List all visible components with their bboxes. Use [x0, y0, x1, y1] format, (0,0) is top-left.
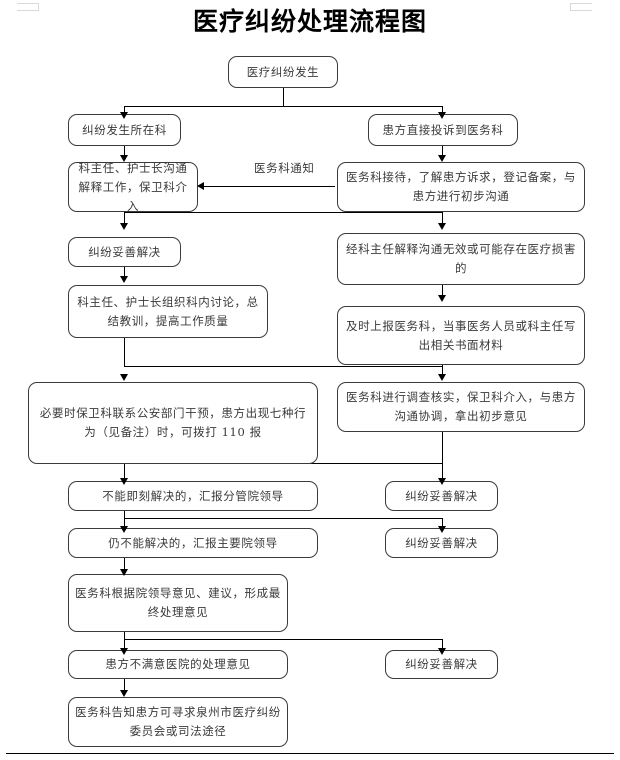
connector-deptcomm-right-down	[442, 212, 444, 224]
node-resolved-2[interactable]: 纠纷妥善解决	[385, 481, 498, 511]
node-dissatisfied-label: 患方不满意医院的处理意见	[105, 657, 251, 671]
connector-start-split	[124, 106, 443, 108]
node-ms-receive-label: 医务科接待，了解患方诉求，登记备案，与患方进行初步沟通	[346, 170, 576, 203]
arrowhead-to-ineffective	[438, 223, 446, 230]
node-resolved-1-label: 纠纷妥善解决	[88, 244, 161, 259]
node-report-chief[interactable]: 仍不能解决的，汇报主要院领导	[68, 528, 318, 558]
connector-reportchief-down	[124, 558, 126, 572]
node-complain-right-label: 患方直接投诉到医务科	[382, 122, 504, 137]
node-start-label: 医疗纠纷发生	[246, 64, 320, 79]
arrowhead-to-security-police	[120, 374, 128, 381]
connector-ineffective-down	[442, 285, 444, 298]
arrowhead-to-dept-communicate-left	[197, 182, 204, 190]
connector-start-down	[283, 88, 285, 107]
arrowhead-to-resolved-3	[438, 526, 446, 533]
page-margin-mark-top-left	[17, 3, 39, 11]
connector-deptcomm-split	[124, 212, 443, 214]
node-dept-communicate[interactable]: 科主任、护士长沟通解释工作，保卫科介入	[68, 161, 198, 213]
arrowhead-to-report-ms	[438, 295, 446, 302]
connector-ms-notify	[200, 186, 335, 188]
arrowhead-to-dept-communicate	[120, 155, 128, 162]
connector-split-left	[124, 106, 126, 114]
arrowhead-to-report-chief	[120, 526, 128, 533]
node-legal-path-label: 医务科告知患方可寻求泉州市医疗纠纷委员会或司法途径	[75, 705, 281, 738]
connector-reportms-down	[442, 365, 444, 377]
node-ms-investigate[interactable]: 医务科进行调查核实，保卫科介入，与患方沟通协调，拿出初步意见	[337, 382, 585, 432]
arrowhead-to-dissatisfied	[120, 648, 128, 655]
arrowhead-to-dept-left	[120, 112, 128, 119]
connector-resolved1-down	[124, 267, 126, 279]
connector-deptleft-down	[124, 146, 126, 158]
node-report-vice-label: 不能即刻解决的，汇报分管院领导	[102, 488, 284, 503]
connector-reportvice-bus	[124, 518, 443, 520]
node-security-police[interactable]: 必要时保卫科联系公安部门干预，患方出现七种行为（见备注）时，可拨打 110 报	[28, 382, 318, 464]
node-report-ms[interactable]: 及时上报医务科，当事医务人员或科主任写出相关书面材料	[337, 306, 585, 365]
node-resolved-3-label: 纠纷妥善解决	[405, 535, 478, 550]
node-dept-left-label: 纠纷发生所在科	[82, 122, 167, 137]
node-dept-left[interactable]: 纠纷发生所在科	[68, 114, 181, 146]
node-security-police-label: 必要时保卫科联系公安部门干预，患方出现七种行为（见备注）时，可拨打 110 报	[39, 406, 307, 439]
node-dept-review-label: 科主任、护士长组织科内讨论，总结教训，提高工作质量	[77, 294, 259, 328]
node-dept-review[interactable]: 科主任、护士长组织科内讨论，总结教训，提高工作质量	[68, 285, 268, 338]
connector-deptreview-down	[124, 338, 126, 367]
page-title: 医疗纠纷处理流程图	[192, 7, 427, 36]
node-start[interactable]: 医疗纠纷发生	[228, 56, 338, 88]
node-resolved-1[interactable]: 纠纷妥善解决	[68, 237, 181, 267]
connector-msinvestigate-down	[442, 420, 444, 481]
connector-deptcomm-down	[124, 212, 126, 224]
node-dissatisfied[interactable]: 患方不满意医院的处理意见	[68, 650, 288, 679]
node-legal-path[interactable]: 医务科告知患方可寻求泉州市医疗纠纷委员会或司法途径	[68, 697, 288, 747]
arrowhead-to-dept-review	[120, 276, 128, 283]
arrowhead-to-resolved-4	[438, 648, 446, 655]
connector-finalopinion-down	[124, 632, 126, 650]
arrowhead-to-legal-path	[120, 690, 128, 697]
node-report-vice[interactable]: 不能即刻解决的，汇报分管院领导	[68, 481, 318, 511]
node-report-ms-label: 及时上报医务科，当事医务人员或科主任写出相关书面材料	[346, 318, 576, 352]
connector-security-down	[124, 464, 126, 481]
connector-finalopinion-right-down	[442, 639, 444, 649]
node-report-chief-label: 仍不能解决的，汇报主要院领导	[108, 535, 278, 550]
connector-split-right	[442, 106, 444, 114]
node-ineffective-label: 经科主任解释沟通无效或可能存在医疗损害的	[346, 242, 576, 275]
node-final-opinion[interactable]: 医务科根据院领导意见、建议，形成最终处理意见	[68, 574, 288, 632]
arrowhead-to-report-vice	[120, 478, 128, 485]
node-resolved-3[interactable]: 纠纷妥善解决	[385, 528, 498, 558]
arrowhead-to-final-opinion	[120, 569, 128, 576]
arrowhead-to-ms-receive	[438, 155, 446, 162]
node-ms-receive[interactable]: 医务科接待，了解患方诉求，登记备案，与患方进行初步沟通	[337, 162, 585, 212]
footer-separator-rule	[6, 753, 614, 754]
edge-label-ms-notify: 医务科通知	[252, 160, 317, 176]
node-ineffective[interactable]: 经科主任解释沟通无效或可能存在医疗损害的	[337, 233, 585, 285]
connector-reportvice-right-down	[442, 518, 444, 528]
node-resolved-2-label: 纠纷妥善解决	[405, 488, 478, 503]
node-resolved-4-label: 纠纷妥善解决	[405, 657, 478, 671]
page-margin-mark-top-right	[570, 3, 592, 11]
arrowhead-to-ms-investigate	[438, 374, 446, 381]
node-final-opinion-label: 医务科根据院领导意见、建议，形成最终处理意见	[75, 586, 281, 619]
connector-finalopinion-bus	[124, 639, 443, 641]
node-dept-communicate-label: 科主任、护士长沟通解释工作，保卫科介入	[78, 160, 188, 213]
connector-midbus	[124, 366, 443, 368]
connector-complain-down	[442, 146, 444, 158]
arrowhead-to-resolved-2	[438, 478, 446, 485]
arrowhead-to-complain-right	[438, 112, 446, 119]
connector-reportvice-down	[124, 511, 126, 528]
connector-dissatisfied-down	[124, 679, 126, 693]
arrowhead-to-resolved-1	[120, 223, 128, 230]
node-ms-investigate-label: 医务科进行调查核实，保卫科介入，与患方沟通协调，拿出初步意见	[346, 390, 576, 423]
